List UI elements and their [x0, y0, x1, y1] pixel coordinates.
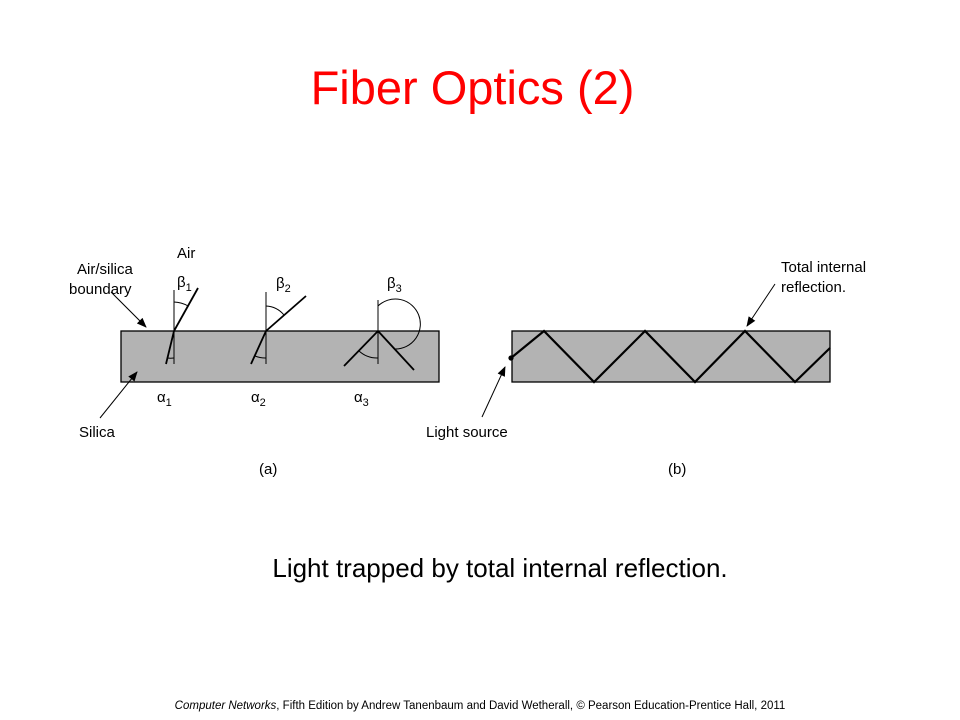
arrow-light-source: [481, 366, 506, 418]
panel-b: Total internal reflection. Light source …: [426, 259, 866, 478]
ray-2: [250, 292, 307, 365]
silica-fiber-b: [511, 330, 831, 383]
label-beta-3: β3: [387, 275, 402, 295]
label-beta-1: β1: [177, 274, 192, 294]
ray-3: [343, 298, 421, 371]
ray-1: [165, 287, 199, 365]
panel-label-a: (a): [259, 461, 277, 478]
arrow-tir: [746, 283, 776, 327]
label-silica: Silica: [79, 424, 116, 441]
label-air: Air: [177, 245, 195, 262]
zigzag-light-path: [510, 329, 831, 384]
figure-caption: Light trapped by total internal reflecti…: [272, 553, 728, 583]
label-tir-1: Total internal: [781, 259, 866, 276]
label-light-source: Light source: [426, 424, 508, 441]
label-tir-2: reflection.: [781, 279, 846, 296]
arrow-boundary: [110, 291, 147, 328]
footer-book-title: Computer Networks: [174, 700, 277, 712]
panel-a: Air/silica boundary Air Silica β1 β2 β3 …: [69, 245, 440, 478]
light-source-point: [508, 355, 514, 361]
label-alpha-1: α1: [157, 389, 172, 409]
slide-title: Fiber Optics (2): [310, 61, 635, 114]
label-beta-2: β2: [276, 275, 291, 295]
footer-citation: Computer Networks, Fifth Edition by Andr…: [0, 700, 960, 712]
label-alpha-3: α3: [354, 389, 369, 409]
label-air-silica-boundary-1: Air/silica: [77, 261, 133, 278]
label-air-silica-boundary-2: boundary: [69, 281, 132, 298]
footer-citation-rest: , Fifth Edition by Andrew Tanenbaum and …: [276, 700, 786, 712]
panel-label-b: (b): [668, 461, 686, 478]
arrow-silica: [99, 371, 138, 419]
label-alpha-2: α2: [251, 389, 266, 409]
